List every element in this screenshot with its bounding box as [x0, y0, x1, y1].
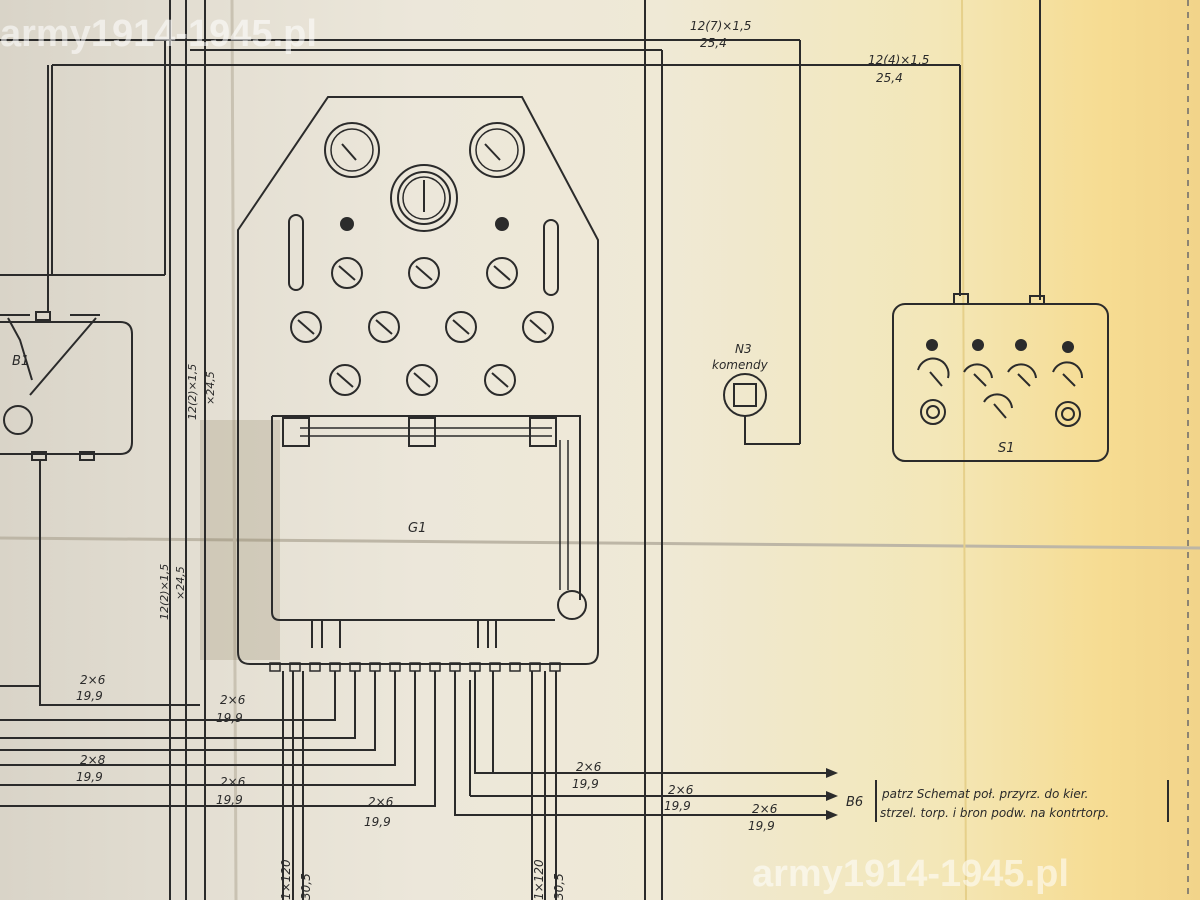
cable-left-2-len: ×24,5 [174, 566, 187, 600]
cable-left-1-spec: 12(2)×1,5 [186, 364, 199, 420]
component-s1: S1 [892, 293, 1109, 462]
note-line2: strzel. torp. i bron podw. na kontrtorp. [880, 806, 1109, 820]
s1-label: S1 [998, 441, 1015, 456]
wire-7-spec: 2×6 [752, 802, 778, 816]
cable-top-2-spec: 12(4)×1,5 [868, 53, 929, 67]
wire-runs [0, 671, 830, 900]
note-line1: patrz Schemat poł. przyrz. do kier. [881, 787, 1088, 801]
wire-2-len: 19,9 [76, 770, 103, 784]
g1-label: G1 [408, 521, 426, 536]
bottom-cable-1-len: 30,5 [299, 873, 313, 900]
bottom-cable-1-spec: 1×120 [279, 859, 293, 900]
wire-3-spec: 2×6 [220, 775, 246, 789]
wire-6-spec: 2×6 [668, 783, 694, 797]
cable-top-2-len: 25,4 [876, 71, 903, 85]
bottom-cable-2-len: 30,5 [552, 873, 566, 900]
watermark-bottom: army1914-1945.pl [752, 853, 1069, 895]
bottom-cable-2-spec: 1×120 [532, 859, 546, 900]
wire-5-spec: 2×6 [576, 760, 602, 774]
wire-5-len: 19,9 [572, 777, 599, 791]
component-b1: B1 [0, 311, 133, 705]
component-g1-panel: G1 [237, 96, 599, 672]
wire-1-len: 19,9 [216, 711, 243, 725]
note-code: B6 [846, 795, 863, 810]
cable-left-2-spec: 12(2)×1,5 [158, 564, 171, 620]
cable-top-1-spec: 12(7)×1,5 [690, 19, 751, 33]
cable-top-1-len: 25,4 [700, 36, 727, 50]
wire-6-len: 19,9 [664, 799, 691, 813]
wire-4-spec: 2×6 [368, 795, 394, 809]
wire-1-spec: 2×6 [220, 693, 246, 707]
n3-name: komendy [712, 358, 769, 372]
b1-label: B1 [12, 354, 29, 369]
wire-4-len: 19,9 [364, 815, 391, 829]
reference-note: B6 patrz Schemat poł. przyrz. do kier. s… [846, 780, 1169, 822]
watermark-top: army1914-1945.pl [0, 13, 317, 55]
wire-7-len: 19,9 [748, 819, 775, 833]
component-n3-komendy: N3 komendy [712, 342, 800, 445]
wire-0-len: 19,9 [76, 689, 103, 703]
arrowheads [826, 768, 838, 820]
wire-2-spec: 2×8 [80, 753, 106, 767]
wire-labels: 2×6 19,9 2×6 19,9 2×8 19,9 2×6 19,9 2×6 … [76, 673, 778, 833]
cable-left-1-len: ×24,5 [204, 371, 217, 405]
wire-0-spec: 2×6 [80, 673, 106, 687]
wire-3-len: 19,9 [216, 793, 243, 807]
n3-code: N3 [735, 342, 752, 356]
